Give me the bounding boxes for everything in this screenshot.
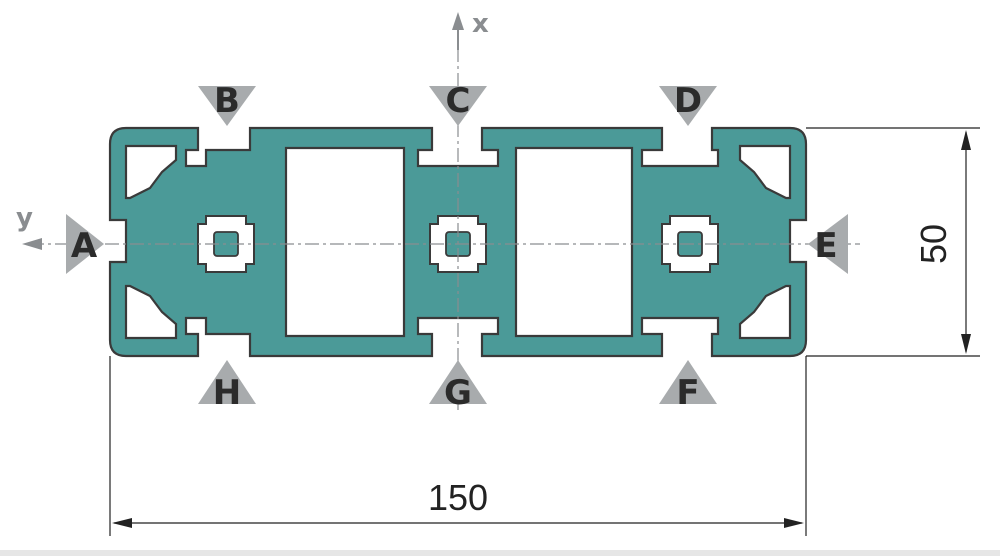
dimension-width (109, 356, 807, 536)
label-e: E (814, 226, 837, 266)
marker-b (198, 86, 256, 126)
axis-x-label: x (472, 9, 489, 39)
axis-y-label: y (16, 203, 33, 233)
label-g: G (444, 373, 472, 413)
marker-a (66, 214, 104, 274)
marker-f (659, 360, 717, 404)
marker-c (429, 86, 487, 126)
label-h: H (213, 373, 241, 413)
marker-h (198, 360, 256, 404)
bottom-edge (0, 550, 1000, 556)
dimension-height-value: 50 (913, 224, 954, 264)
dimension-height (806, 127, 980, 357)
marker-e (808, 214, 848, 274)
label-f: F (676, 373, 699, 413)
groove-markers (66, 86, 848, 404)
label-b: B (214, 81, 240, 121)
groove-labels: B C D H G F A E (71, 81, 838, 413)
label-d: D (674, 81, 702, 121)
axis-x: x (452, 9, 489, 50)
axis-y: y (16, 203, 42, 250)
marker-d (659, 86, 717, 126)
label-c: C (446, 81, 471, 121)
dimension-width-value: 150 (428, 477, 488, 518)
marker-g (429, 360, 487, 404)
label-a: A (71, 226, 98, 266)
